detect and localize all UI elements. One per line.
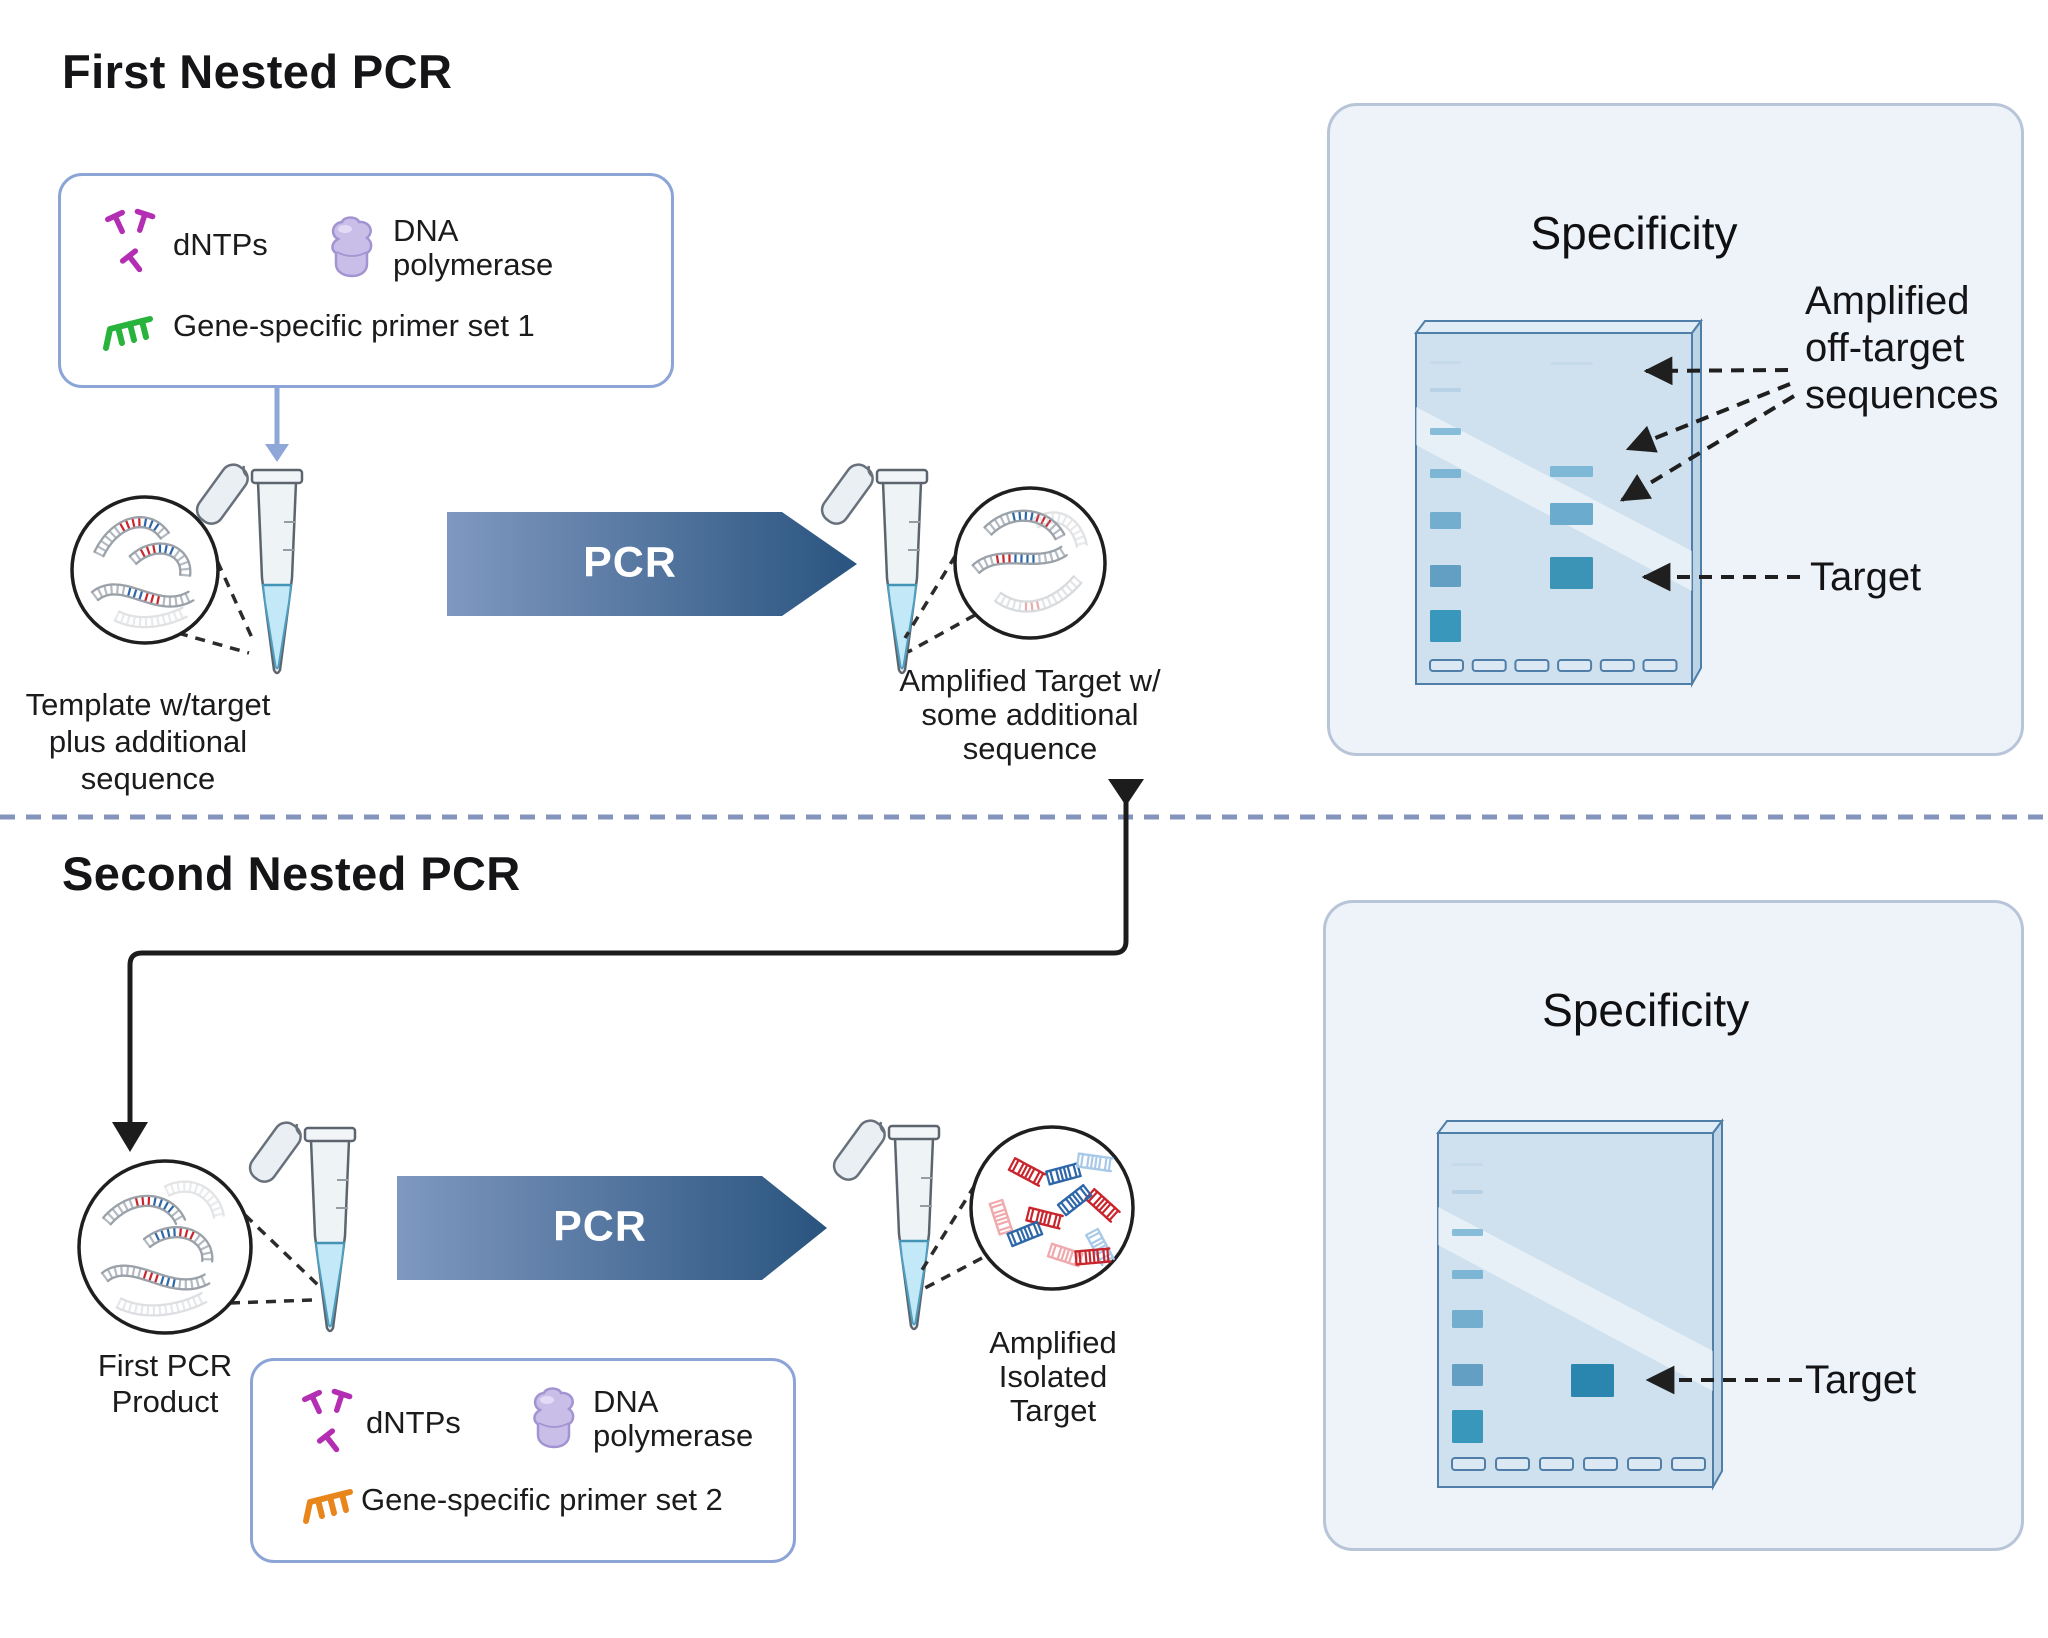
gel-band bbox=[1452, 1310, 1483, 1328]
annotation-arrows bbox=[1619, 356, 1802, 1395]
gel-well bbox=[1671, 1457, 1706, 1471]
gel-band bbox=[1550, 557, 1593, 589]
gel-sheen bbox=[1416, 407, 1692, 591]
pcr-label-first: PCR bbox=[583, 538, 677, 587]
primer-set1-icon bbox=[103, 316, 153, 351]
panel-title: Specificity bbox=[1542, 984, 1750, 1036]
primer-set2-label: Gene-specific primer set 2 bbox=[361, 1482, 723, 1517]
pcr-arrow-second bbox=[397, 1176, 827, 1280]
gel-band bbox=[1430, 361, 1461, 364]
dna-strands-icon bbox=[971, 509, 1088, 613]
gel-band bbox=[1550, 362, 1593, 365]
gel-band bbox=[1550, 466, 1593, 477]
gel-band bbox=[1430, 428, 1461, 435]
gel-band bbox=[1430, 565, 1461, 587]
dntps-label: dNTPs bbox=[173, 227, 268, 262]
dntps-label: dNTPs bbox=[366, 1405, 461, 1440]
offtarget-arrow-3 bbox=[1619, 394, 1796, 502]
arrowhead-down-icon bbox=[112, 1122, 148, 1152]
template-label: Template w/target plus additional sequen… bbox=[25, 687, 271, 796]
gel-second-pcr bbox=[1436, 1118, 1724, 1491]
target-label-second: Target bbox=[1805, 1358, 1917, 1402]
gel-well bbox=[1557, 659, 1593, 672]
dna-strands-icon bbox=[100, 1180, 225, 1317]
dntps-icon bbox=[104, 208, 156, 273]
dntps-icon bbox=[301, 1388, 353, 1453]
first-pcr-product-label: First PCR Product bbox=[97, 1348, 233, 1419]
gel-well bbox=[1514, 659, 1550, 672]
gel-band bbox=[1452, 1229, 1483, 1236]
gel-right-edge bbox=[1712, 1118, 1723, 1491]
gel-sheen bbox=[1438, 1207, 1713, 1391]
dna-polymerase-label: DNA polymerase bbox=[393, 213, 554, 282]
dna-fragments-icon bbox=[988, 1152, 1121, 1268]
gel-band bbox=[1550, 503, 1593, 525]
gel-well bbox=[1471, 659, 1507, 672]
pcr-arrow-first bbox=[447, 512, 857, 616]
gel-band bbox=[1452, 1190, 1483, 1194]
first-pcr-product-circle bbox=[77, 1159, 253, 1335]
reagent-box-first: dNTPs DNA polymerase Gene-specific prime… bbox=[58, 173, 674, 388]
arrowhead-down-icon bbox=[1108, 779, 1144, 806]
gel-band bbox=[1452, 1163, 1483, 1166]
dna-strands-icon bbox=[90, 516, 195, 629]
gel-band bbox=[1430, 469, 1461, 478]
offtarget-arrow-2 bbox=[1625, 382, 1791, 453]
gel-band bbox=[1452, 1364, 1483, 1386]
gel-well bbox=[1495, 1457, 1530, 1471]
dna-polymerase-label: DNA polymerase bbox=[593, 1384, 754, 1453]
gel-band bbox=[1430, 610, 1461, 642]
gel-band bbox=[1452, 1410, 1483, 1443]
microcentrifuge-tube-4 bbox=[828, 1114, 941, 1331]
section-title-second: Second Nested PCR bbox=[62, 847, 521, 900]
gel-well bbox=[1642, 659, 1678, 672]
target-label-first: Target bbox=[1810, 555, 1922, 599]
primer-set1-label: Gene-specific primer set 1 bbox=[173, 308, 535, 343]
panel-title: Specificity bbox=[1530, 207, 1738, 259]
gel-well bbox=[1539, 1457, 1574, 1471]
isolated-target-circle bbox=[969, 1125, 1135, 1291]
gel-well bbox=[1599, 659, 1635, 672]
section-title-first: First Nested PCR bbox=[62, 45, 453, 98]
gel-top-edge bbox=[1436, 1120, 1724, 1134]
reagent-arrow bbox=[265, 386, 289, 462]
amplified-target-label: Amplified Target w/ some additional sequ… bbox=[899, 663, 1161, 766]
gel-band bbox=[1452, 1270, 1483, 1279]
gel-first-pcr bbox=[1414, 318, 1703, 688]
gel-band bbox=[1571, 1364, 1614, 1397]
gel-well bbox=[1627, 1457, 1662, 1471]
gel-well bbox=[1583, 1457, 1618, 1471]
microcentrifuge-tube-3 bbox=[244, 1116, 357, 1333]
gel-well bbox=[1429, 659, 1464, 672]
gel-band bbox=[1430, 512, 1461, 529]
dna-polymerase-icon bbox=[533, 1387, 575, 1449]
gel-top-edge bbox=[1414, 320, 1703, 334]
primer-set2-icon bbox=[303, 1489, 353, 1524]
isolated-target-label: Amplified Isolated Target bbox=[989, 1325, 1117, 1428]
reagent-box-second: dNTPs DNA polymerase Gene-specific prime… bbox=[250, 1358, 796, 1563]
gel-band bbox=[1430, 388, 1461, 392]
gel-right-edge bbox=[1691, 318, 1702, 688]
pcr-label-second: PCR bbox=[553, 1202, 647, 1251]
flow-connector bbox=[112, 779, 1144, 1152]
gel-well bbox=[1451, 1457, 1486, 1471]
offtarget-sequences-label: Amplified off-target sequences bbox=[1805, 279, 1999, 417]
offtarget-arrow-1 bbox=[1643, 356, 1789, 386]
dna-polymerase-icon bbox=[331, 216, 373, 278]
template-dna-circle bbox=[70, 495, 220, 645]
